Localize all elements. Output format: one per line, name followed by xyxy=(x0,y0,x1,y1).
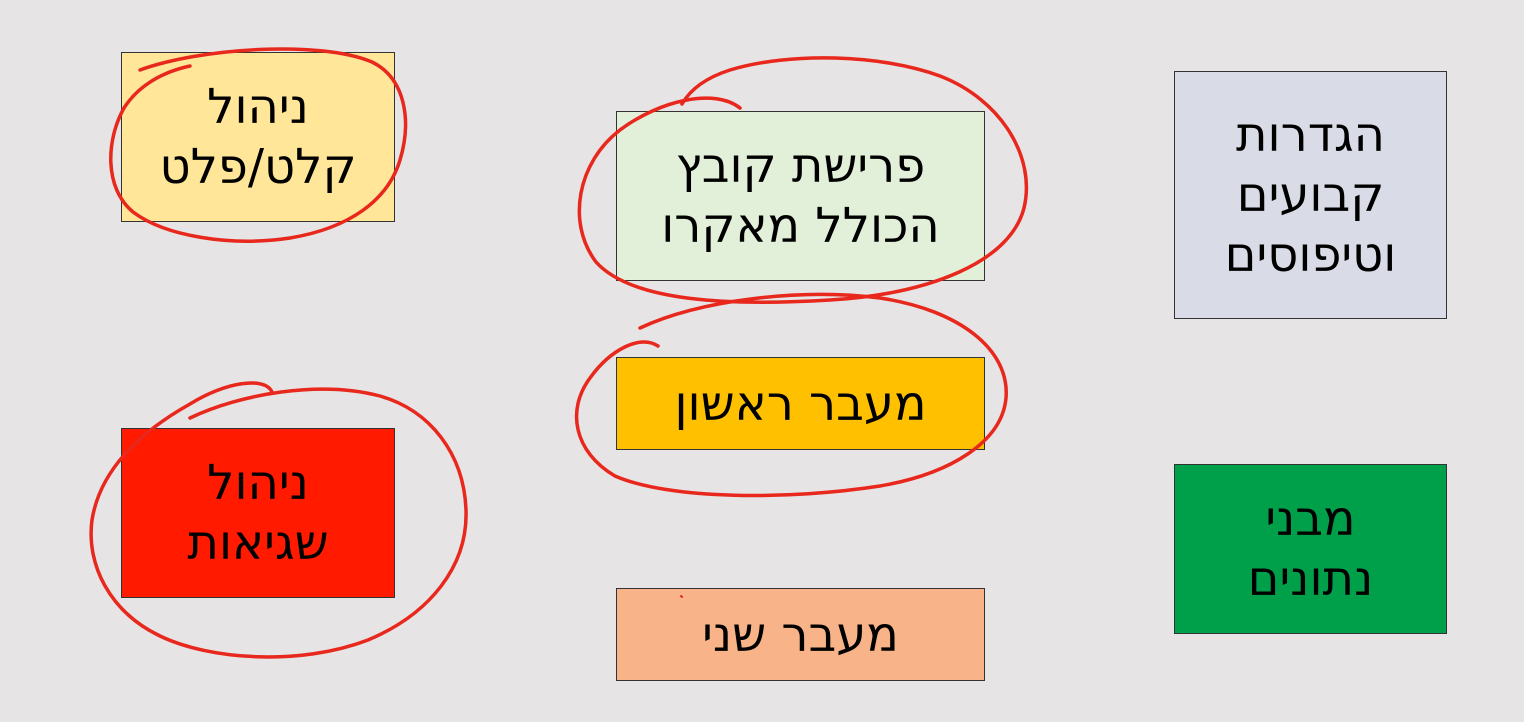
constants-types-line-2: קבועים xyxy=(1236,167,1385,223)
macro-expansion-label: פרישת קובץ הכולל מאקרו xyxy=(661,136,940,256)
first-pass-box: מעבר ראשון xyxy=(616,357,985,450)
second-pass-label: מעבר שני xyxy=(702,606,899,663)
first-pass-label: מעבר ראשון xyxy=(674,375,927,432)
data-structures-label: מבני נתונים xyxy=(1248,489,1374,609)
io-management-line-2: קלט/פלט xyxy=(159,139,357,195)
io-management-line-1: ניהול xyxy=(207,79,309,135)
second-pass-box: מעבר שני xyxy=(616,588,985,681)
io-management-label: ניהול קלט/פלט xyxy=(160,77,357,197)
constants-types-box: הגדרות קבועים וטיפוסים xyxy=(1174,71,1447,319)
error-management-line-1: ניהול xyxy=(207,455,309,511)
macro-expansion-box: פרישת קובץ הכולל מאקרו xyxy=(616,111,985,281)
data-structures-line-2: נתונים xyxy=(1247,551,1374,607)
constants-types-line-1: הגדרות xyxy=(1235,107,1386,163)
macro-expansion-line-1: פרישת קובץ xyxy=(675,138,926,194)
constants-types-line-3: וטיפוסים xyxy=(1224,227,1397,283)
error-management-label: ניהול שגיאות xyxy=(187,453,328,573)
constants-types-label: הגדרות קבועים וטיפוסים xyxy=(1225,105,1397,285)
error-management-box: ניהול שגיאות xyxy=(121,428,395,598)
data-structures-box: מבני נתונים xyxy=(1174,464,1447,634)
data-structures-line-1: מבני xyxy=(1265,491,1356,547)
io-management-box: ניהול קלט/פלט xyxy=(121,52,395,222)
error-management-line-2: שגיאות xyxy=(187,515,329,571)
macro-expansion-line-2: הכולל מאקרו xyxy=(661,198,940,254)
